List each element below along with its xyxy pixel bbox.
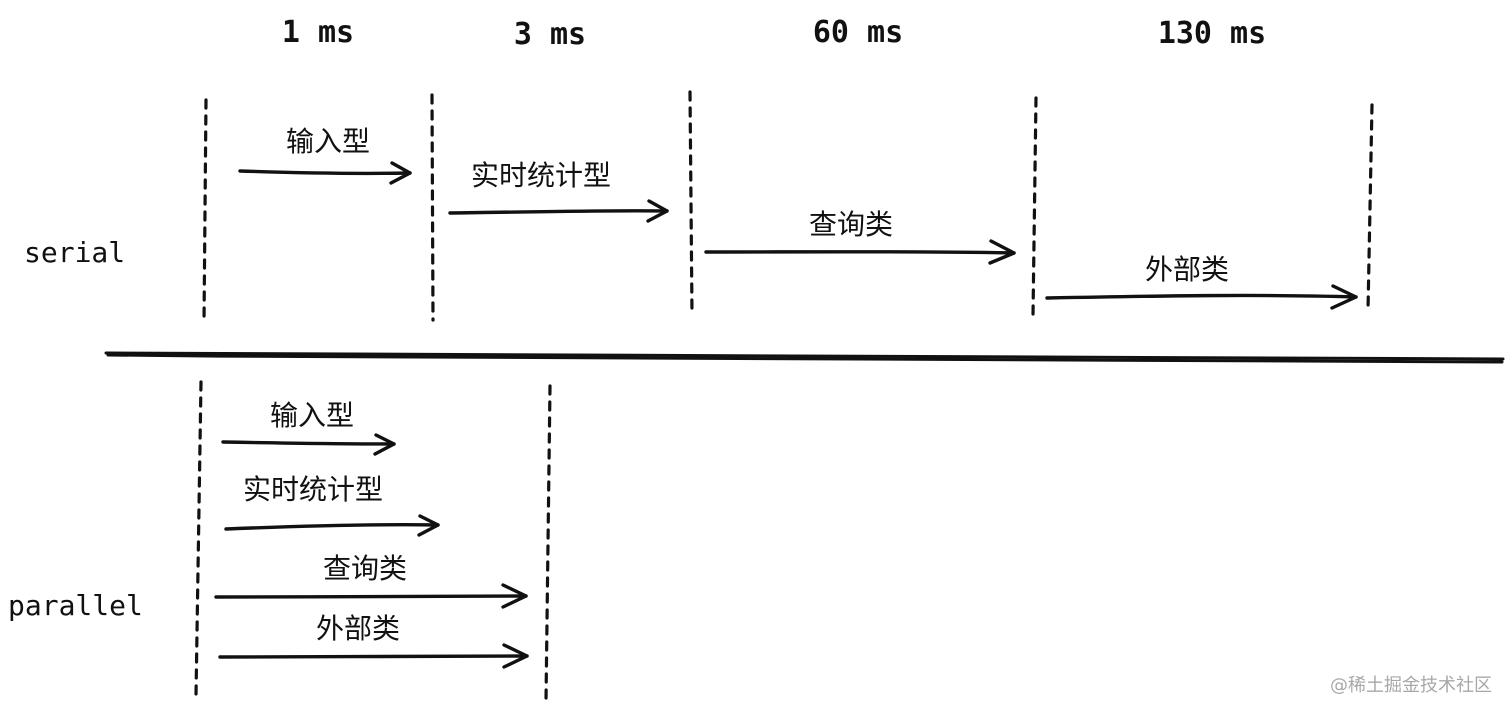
parallel-label: parallel — [8, 589, 143, 622]
timing-label-60ms: 60 ms — [813, 15, 903, 50]
parallel-task-query-arrow — [214, 583, 528, 609]
serial-task-query-label: 查询类 — [809, 208, 893, 241]
parallel-task-external-label: 外部类 — [316, 612, 400, 645]
timing-label-1ms: 1 ms — [282, 15, 354, 50]
timing-label-3ms: 3 ms — [514, 17, 586, 52]
serial-task-input-arrow — [238, 161, 412, 185]
serial-boundary-130ms — [1366, 103, 1374, 312]
serial-boundary-start — [202, 98, 208, 324]
serial-task-input-label: 输入型 — [286, 125, 370, 158]
serial-boundary-1ms — [430, 93, 435, 322]
parallel-task-realtime-stats-label: 实时统计型 — [243, 473, 383, 506]
serial-boundary-60ms — [1031, 96, 1038, 317]
parallel-task-query-label: 查询类 — [323, 552, 407, 585]
serial-task-query-arrow — [704, 239, 1016, 265]
timing-label-130ms: 130 ms — [1158, 16, 1266, 51]
parallel-boundary-end — [544, 384, 552, 702]
serial-task-external-label: 外部类 — [1145, 253, 1229, 286]
section-separator-stroke-2 — [106, 353, 1504, 364]
serial-task-external-arrow — [1045, 284, 1358, 310]
parallel-task-input-label: 输入型 — [270, 399, 354, 432]
watermark-text: @稀土掘金技术社区 — [1330, 675, 1492, 696]
serial-task-realtime-stats-label: 实时统计型 — [471, 159, 611, 192]
parallel-boundary-start — [194, 380, 203, 697]
parallel-task-external-arrow — [218, 643, 529, 669]
parallel-task-input-arrow — [221, 433, 396, 456]
serial-boundary-3ms — [688, 90, 694, 316]
serial-label: serial — [24, 236, 125, 269]
parallel-task-realtime-stats-arrow — [224, 514, 440, 537]
serial-task-realtime-stats-arrow — [448, 199, 669, 223]
